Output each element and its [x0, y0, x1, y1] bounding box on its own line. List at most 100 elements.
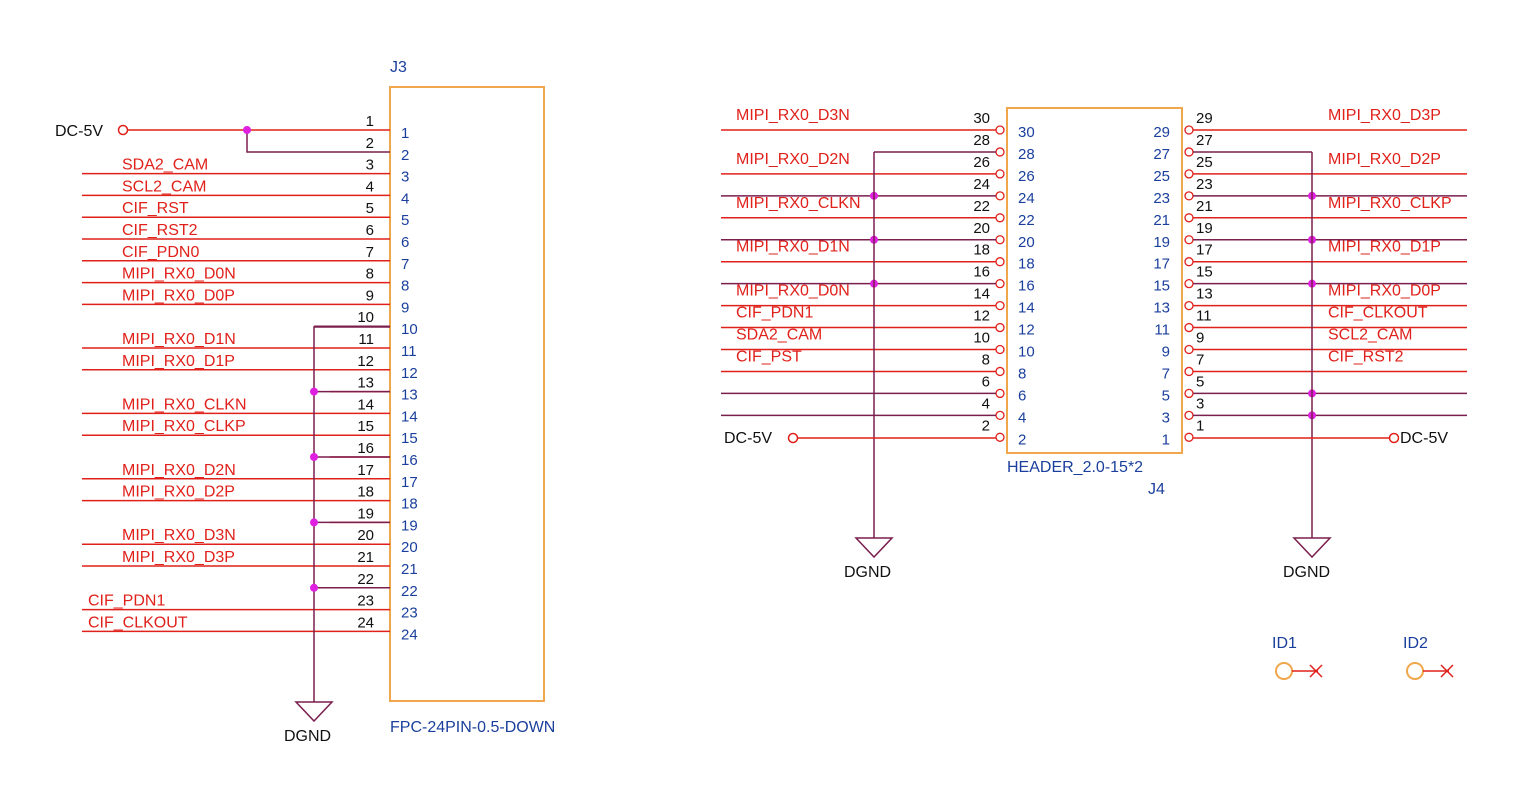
- pin-number: 7: [366, 244, 374, 261]
- net-label: MIPI_RX0_D0P: [1328, 283, 1441, 300]
- pin-inner-number: 23: [1153, 190, 1170, 207]
- pin-inner-number: 1: [1162, 431, 1170, 448]
- pin-number: 20: [973, 220, 990, 237]
- j4-body[interactable]: [1006, 107, 1183, 454]
- pin-number: 1: [1196, 417, 1204, 434]
- pin-number: 17: [1196, 242, 1213, 259]
- pin-inner-number: 20: [1018, 234, 1035, 251]
- pin-number: 26: [973, 154, 990, 171]
- pin-number: 17: [357, 462, 374, 479]
- pin-inner-number: 22: [1018, 212, 1035, 229]
- pin-terminal: [995, 432, 1005, 442]
- id-marker-pad[interactable]: [1275, 662, 1293, 680]
- pin-number: 4: [982, 395, 990, 412]
- pin-number: 2: [366, 135, 374, 152]
- j4-pin-3[interactable]: 33: [1162, 395, 1467, 426]
- pin-number: 27: [1196, 132, 1213, 149]
- j4-pin-4[interactable]: 44: [721, 395, 1026, 426]
- pin-terminal: [995, 257, 1005, 267]
- j4-pin-6[interactable]: 66: [721, 373, 1026, 404]
- j4-left-power-terminal[interactable]: [787, 432, 799, 444]
- j3-pin-1[interactable]: 11: [366, 113, 410, 142]
- pin-terminal: [1184, 388, 1194, 399]
- j3-pin-list: 112233SDA2_CAM44SCL2_CAM55CIF_RST66CIF_R…: [82, 113, 418, 643]
- pin-terminal: [1184, 257, 1194, 267]
- net-label: MIPI_RX0_CLKN: [122, 396, 247, 413]
- pin-number: 15: [1196, 264, 1213, 281]
- id-marker-pad[interactable]: [1406, 662, 1424, 680]
- pin-terminal: [1184, 235, 1194, 245]
- pin-number: 21: [1196, 198, 1213, 215]
- pin-number: 21: [357, 549, 374, 566]
- pin-number: 4: [366, 178, 374, 195]
- pin-inner-number: 22: [401, 583, 418, 600]
- j3-gnd-label: DGND: [284, 728, 331, 745]
- id-marker-2: ID2: [1403, 635, 1454, 680]
- j3-power-terminal[interactable]: [117, 124, 129, 136]
- pin-number: 3: [366, 157, 374, 174]
- pin-number: 10: [357, 309, 374, 326]
- j3-body[interactable]: [389, 86, 545, 702]
- pin-inner-number: 11: [1154, 322, 1170, 339]
- pin-inner-number: 14: [1018, 300, 1035, 317]
- net-label: MIPI_RX0_D1P: [1328, 239, 1441, 256]
- pin-inner-number: 24: [401, 626, 418, 643]
- pin-inner-number: 13: [401, 387, 418, 404]
- pin-terminal: [1184, 278, 1194, 289]
- id-marker-label: ID2: [1403, 635, 1428, 652]
- pin-number: 3: [1196, 395, 1204, 412]
- j4-left-power-label: DC-5V: [724, 430, 772, 447]
- pin-terminal: [1184, 213, 1194, 223]
- j3-pin-2[interactable]: 22: [366, 135, 410, 164]
- j4-pin-5[interactable]: 55: [1162, 373, 1467, 404]
- pin-inner-number: 5: [1162, 387, 1170, 404]
- pin-inner-number: 30: [1018, 124, 1035, 141]
- pin-number: 12: [973, 308, 990, 325]
- j4-right-power-terminal[interactable]: [1388, 432, 1400, 444]
- net-label: MIPI_RX0_D0N: [122, 266, 236, 283]
